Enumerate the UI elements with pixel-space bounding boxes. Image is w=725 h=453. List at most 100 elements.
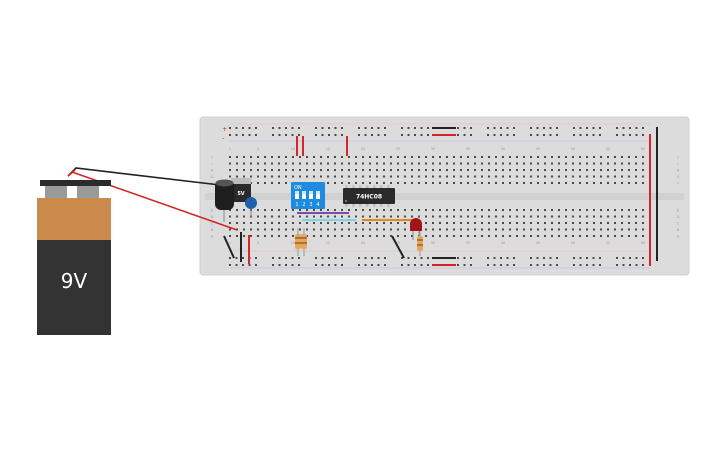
breadboard-hole[interactable]	[635, 222, 637, 224]
breadboard-hole[interactable]	[278, 222, 280, 224]
breadboard-hole[interactable]	[572, 175, 574, 178]
breadboard-hole[interactable]	[495, 209, 497, 211]
rail-hole[interactable]	[573, 257, 575, 259]
breadboard-hole[interactable]	[516, 162, 518, 165]
breadboard-hole[interactable]	[271, 169, 273, 171]
breadboard-hole[interactable]	[432, 228, 434, 231]
rail-hole[interactable]	[255, 257, 257, 259]
breadboard-hole[interactable]	[327, 222, 329, 224]
breadboard-hole[interactable]	[236, 156, 238, 158]
rail-hole[interactable]	[298, 127, 300, 129]
rail-hole[interactable]	[470, 257, 472, 259]
breadboard-hole[interactable]	[495, 156, 497, 158]
breadboard-hole[interactable]	[551, 182, 553, 184]
breadboard-hole[interactable]	[355, 228, 357, 231]
breadboard-hole[interactable]	[621, 235, 623, 237]
breadboard-hole[interactable]	[579, 222, 581, 224]
breadboard-hole[interactable]	[439, 175, 441, 178]
rail-hole[interactable]	[321, 264, 324, 266]
rail-hole[interactable]	[291, 257, 294, 259]
breadboard-hole[interactable]	[516, 175, 518, 178]
breadboard-hole[interactable]	[313, 209, 315, 211]
breadboard-hole[interactable]	[299, 228, 301, 231]
breadboard-hole[interactable]	[320, 162, 322, 165]
rail-hole[interactable]	[463, 134, 466, 136]
breadboard-hole[interactable]	[565, 175, 567, 178]
rail-hole[interactable]	[543, 134, 545, 136]
breadboard-hole[interactable]	[460, 209, 462, 211]
rail-hole[interactable]	[291, 264, 294, 266]
breadboard-hole[interactable]	[432, 175, 434, 178]
breadboard-hole[interactable]	[418, 215, 420, 218]
electrolytic-capacitor[interactable]	[215, 179, 234, 223]
breadboard-hole[interactable]	[397, 235, 399, 237]
rail-hole[interactable]	[248, 134, 251, 136]
breadboard-hole[interactable]	[243, 162, 245, 165]
rail-hole[interactable]	[635, 264, 638, 266]
breadboard-hole[interactable]	[299, 169, 301, 171]
breadboard-hole[interactable]	[516, 209, 518, 211]
breadboard-hole[interactable]	[621, 182, 623, 184]
breadboard-hole[interactable]	[397, 228, 399, 231]
breadboard-hole[interactable]	[488, 175, 490, 178]
rail-hole[interactable]	[401, 127, 403, 129]
breadboard-hole[interactable]	[474, 169, 476, 171]
breadboard-hole[interactable]	[460, 222, 462, 224]
ic-74hc08[interactable]: 74HC08	[343, 185, 395, 207]
breadboard-hole[interactable]	[285, 235, 287, 237]
breadboard-hole[interactable]	[628, 162, 630, 165]
breadboard-hole[interactable]	[516, 222, 518, 224]
breadboard-hole[interactable]	[628, 175, 630, 178]
breadboard-hole[interactable]	[558, 175, 560, 178]
breadboard-hole[interactable]	[383, 156, 385, 158]
breadboard-hole[interactable]	[313, 156, 315, 158]
breadboard-hole[interactable]	[593, 175, 595, 178]
breadboard-hole[interactable]	[369, 162, 371, 165]
breadboard-hole[interactable]	[551, 235, 553, 237]
breadboard-hole[interactable]	[453, 228, 455, 231]
breadboard-hole[interactable]	[579, 228, 581, 231]
breadboard-hole[interactable]	[376, 222, 378, 224]
rail-hole[interactable]	[334, 257, 337, 259]
breadboard-hole[interactable]	[509, 215, 511, 218]
breadboard-hole[interactable]	[411, 175, 413, 178]
rail-hole[interactable]	[579, 127, 582, 129]
breadboard-hole[interactable]	[278, 169, 280, 171]
breadboard-hole[interactable]	[523, 169, 525, 171]
breadboard-hole[interactable]	[600, 215, 602, 218]
rail-hole[interactable]	[573, 264, 575, 266]
breadboard-hole[interactable]	[565, 209, 567, 211]
rail-hole[interactable]	[414, 134, 416, 136]
rail-hole[interactable]	[420, 257, 423, 259]
breadboard-hole[interactable]	[642, 175, 644, 178]
breadboard-hole[interactable]	[425, 182, 427, 184]
breadboard-hole[interactable]	[271, 175, 273, 178]
breadboard-hole[interactable]	[488, 209, 490, 211]
breadboard-hole[interactable]	[635, 175, 637, 178]
breadboard-hole[interactable]	[348, 235, 350, 237]
rail-hole[interactable]	[242, 257, 244, 259]
breadboard-hole[interactable]	[607, 228, 609, 231]
breadboard-hole[interactable]	[320, 156, 322, 158]
breadboard-hole[interactable]	[341, 156, 343, 158]
breadboard-hole[interactable]	[446, 215, 448, 218]
breadboard-hole[interactable]	[229, 169, 231, 171]
breadboard-hole[interactable]	[474, 182, 476, 184]
breadboard-hole[interactable]	[376, 162, 378, 165]
breadboard-hole[interactable]	[432, 182, 434, 184]
breadboard-hole[interactable]	[446, 235, 448, 237]
dip-switch-toggle[interactable]	[309, 191, 313, 199]
breadboard-hole[interactable]	[390, 228, 392, 231]
breadboard-hole[interactable]	[544, 175, 546, 178]
breadboard-hole[interactable]	[299, 215, 301, 218]
breadboard-hole[interactable]	[530, 235, 532, 237]
rail-hole[interactable]	[487, 127, 489, 129]
breadboard-hole[interactable]	[257, 156, 259, 158]
rail-hole[interactable]	[321, 257, 324, 259]
breadboard-hole[interactable]	[271, 162, 273, 165]
breadboard-hole[interactable]	[229, 215, 231, 218]
breadboard-hole[interactable]	[362, 169, 364, 171]
breadboard-hole[interactable]	[446, 162, 448, 165]
breadboard-hole[interactable]	[474, 162, 476, 165]
breadboard-hole[interactable]	[481, 235, 483, 237]
